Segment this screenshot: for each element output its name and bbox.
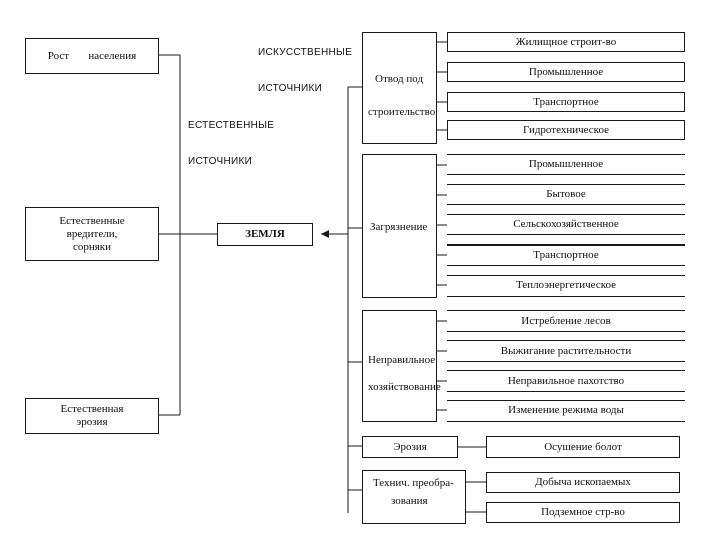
pollution-item: Теплоэнергетическое	[516, 279, 616, 291]
pollution-rule	[447, 265, 685, 266]
mismanagement-item: Выжигание растительности	[500, 345, 632, 357]
mismanagement-rule	[447, 340, 685, 341]
mismanagement-rule	[447, 370, 685, 371]
category-technogenic: Технич. преобра- зования	[362, 470, 466, 524]
natural-sources-label-1: ЕСТЕСТВЕННЫЕ	[188, 120, 275, 131]
category-technogenic-line-1: Технич. преобра-	[373, 477, 454, 489]
construction-item-label: Гидротехническое	[523, 123, 609, 136]
construction-item-label: Транспортное	[533, 95, 599, 108]
construction-item: Промышленное	[447, 62, 685, 82]
natural-erosion-box: Естественная эрозия	[25, 398, 159, 434]
category-mismanagement-line-1: Неправильное	[368, 354, 436, 366]
mismanagement-rule	[447, 361, 685, 362]
pollution-rule	[447, 154, 685, 155]
artificial-sources-label-2: ИСТОЧНИКИ	[258, 83, 323, 94]
pollution-rule	[447, 204, 685, 205]
earth-box: ЗЕМЛЯ	[217, 223, 313, 246]
natural-erosion-line-2: эрозия	[76, 416, 108, 428]
construction-item-label: Жилищное строит-во	[515, 35, 617, 48]
construction-item: Жилищное строит-во	[447, 32, 685, 52]
category-erosion-label: Эрозия	[393, 440, 427, 453]
natural-pests-line-3: сорняки	[72, 240, 112, 253]
category-pollution-label: Загрязнение	[370, 221, 428, 233]
mismanagement-item: Неправильное пахотство	[507, 375, 625, 387]
category-erosion: Эрозия	[362, 436, 458, 458]
mismanagement-item: Истребление лесов	[521, 315, 611, 327]
pollution-rule	[447, 296, 685, 297]
technogenic-item-label: Добыча ископаемых	[535, 476, 631, 488]
pollution-rule	[447, 244, 685, 246]
category-construction: Отвод под строительство	[362, 32, 437, 144]
erosion-item: Осушение болот	[486, 436, 680, 458]
construction-item-label: Промышленное	[528, 65, 604, 78]
construction-item: Транспортное	[447, 92, 685, 112]
pollution-rule	[447, 174, 685, 175]
technogenic-item: Добыча ископаемых	[486, 472, 680, 493]
pollution-rule	[447, 275, 685, 276]
mismanagement-rule	[447, 400, 685, 401]
technogenic-item: Подземное стр-во	[486, 502, 680, 523]
natural-sources-label-2: ИСТОЧНИКИ	[188, 156, 253, 167]
pollution-rule	[447, 234, 685, 235]
natural-pests-line-1: Естественные	[59, 214, 125, 227]
population-growth-label: Рост населения	[47, 49, 137, 62]
pollution-item: Сельскохозяйственное	[513, 218, 619, 230]
pollution-item: Бытовое	[546, 188, 586, 200]
pollution-rule	[447, 214, 685, 215]
category-pollution: Загрязнение	[362, 154, 437, 298]
mismanagement-rule	[447, 421, 685, 422]
natural-erosion-line-1: Естественная	[60, 403, 124, 415]
category-technogenic-line-2: зования	[391, 495, 428, 507]
natural-pests-box: Естественные вредители, сорняки	[25, 207, 159, 261]
population-growth-box: Рост населения	[25, 38, 159, 74]
artificial-sources-label-1: ИСКУССТВЕННЫЕ	[258, 47, 353, 58]
erosion-item-label: Осушение болот	[544, 440, 622, 453]
mismanagement-item: Изменение режима воды	[508, 404, 624, 416]
earth-label: ЗЕМЛЯ	[245, 228, 285, 240]
mismanagement-rule	[447, 331, 685, 332]
category-mismanagement: Неправильное хозяйствование	[362, 310, 441, 422]
construction-item: Гидротехническое	[447, 120, 685, 140]
category-mismanagement-line-2: хозяйствование	[368, 381, 441, 393]
mismanagement-rule	[447, 391, 685, 392]
technogenic-item-label: Подземное стр-во	[541, 506, 625, 518]
pollution-rule	[447, 184, 685, 185]
natural-pests-line-2: вредители,	[66, 227, 118, 240]
pollution-item: Промышленное	[528, 158, 604, 170]
category-construction-line-1: Отвод под	[375, 73, 424, 85]
mismanagement-rule	[447, 310, 685, 311]
category-construction-line-2: строительство	[368, 106, 436, 118]
pollution-item: Транспортное	[533, 249, 599, 261]
